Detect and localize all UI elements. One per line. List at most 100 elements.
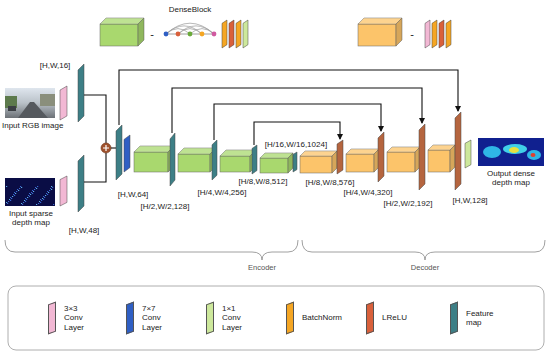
decoder-block-top: [387, 147, 420, 152]
sparse-point: [53, 204, 54, 205]
legend-swatch: [450, 302, 458, 335]
label: Encoder: [248, 264, 276, 273]
legend-text: Feature map: [466, 309, 500, 327]
batchnorm-layer: [432, 20, 437, 48]
sparse-point: [43, 199, 44, 200]
dense-block-top-shade: [134, 146, 174, 152]
sparse-point: [30, 194, 31, 195]
conv3x3-layer: [60, 176, 67, 206]
sparse-point: [40, 202, 41, 203]
sparse-point: [14, 192, 15, 193]
decoder-block-side: [450, 145, 455, 172]
sparse-point: [51, 189, 52, 190]
sparse-point: [15, 193, 16, 194]
skip-connection: [172, 88, 422, 133]
legend-swatch: [366, 302, 374, 335]
decoder-block-symbol-top: [358, 18, 402, 24]
sparse-depth-image: [5, 178, 55, 206]
sparse-point: [12, 196, 13, 197]
lrelu-layer: [229, 20, 234, 48]
dense-node-dot: [188, 32, 193, 37]
depth-blob: [509, 147, 519, 153]
decoder-brace: [302, 240, 545, 260]
dense-block-top: [134, 146, 174, 152]
sparse-point: [24, 200, 25, 201]
dense-block-top: [178, 148, 216, 154]
conv1x1-layer: [243, 20, 248, 48]
label: [H/2,W/2,128]: [141, 202, 190, 211]
rgb-building: [40, 94, 55, 106]
feature-map: [170, 133, 175, 186]
dense-node-dot: [176, 32, 181, 37]
decoder-block-top-shade: [300, 151, 337, 156]
legend-swatch: [126, 302, 134, 335]
feature-map: [378, 132, 384, 182]
sparse-point: [14, 195, 15, 196]
label: [H/4,W/4,256]: [198, 188, 247, 197]
sparse-point: [36, 204, 37, 205]
batchnorm-layer: [446, 20, 451, 48]
decoder-block-side: [332, 151, 337, 173]
decoder-block: [387, 152, 415, 172]
conv1x1-layer: [465, 140, 471, 168]
decoder-block: [346, 154, 374, 172]
lrelu-layer: [439, 20, 444, 48]
sparse-point: [9, 199, 10, 200]
sparse-point: [51, 186, 52, 187]
sparse-point: [37, 186, 38, 187]
sparse-point: [28, 195, 29, 196]
legend-swatch: [286, 302, 294, 335]
sparse-point: [6, 202, 7, 203]
wire: [111, 147, 116, 148]
label: DenseBlock: [169, 5, 212, 14]
sparse-point: [38, 203, 39, 204]
label: [H/16,W/16,1024]: [265, 140, 327, 149]
sparse-point: [42, 198, 43, 199]
label: Output dense depth map: [482, 169, 540, 187]
sparse-point: [52, 187, 53, 188]
depth-blob: [527, 150, 541, 160]
decoder-block-top: [300, 151, 337, 156]
dense-block-symbol-top: [100, 18, 144, 24]
legend-swatch: [48, 302, 56, 335]
sparse-point: [39, 201, 40, 202]
sparse-point: [44, 197, 45, 198]
conv3x3-layer: [425, 20, 430, 48]
sparse-point: [7, 203, 8, 204]
sparse-point: [21, 203, 22, 204]
label: -: [410, 28, 414, 41]
depth-blob: [531, 153, 536, 157]
dense-block-symbol-side: [138, 18, 144, 46]
sum-symbol: [101, 143, 111, 153]
sparse-point: [29, 196, 30, 197]
decoder-block-symbol: [358, 24, 396, 46]
legend-text: 1×1 Conv Layer: [222, 304, 246, 332]
feature-map: [293, 152, 297, 172]
sparse-point: [29, 193, 30, 194]
sparse-point: [32, 190, 33, 191]
feature-map: [78, 155, 84, 212]
decoder-block-side-shade: [332, 151, 337, 173]
label: [H/8,W/8,576]: [306, 178, 355, 187]
sparse-point: [31, 192, 32, 193]
legend-frame: [8, 286, 544, 350]
decoder-block-symbol-top-shade: [358, 18, 402, 24]
feature-map: [212, 140, 217, 180]
sum-plus: [103, 145, 109, 151]
sparse-point: [43, 196, 44, 197]
sparse-point: [19, 188, 20, 189]
sparse-point: [32, 193, 33, 194]
dense-block: [178, 154, 210, 172]
label: -: [150, 28, 154, 41]
sparse-point: [26, 199, 27, 200]
label: Input RGB image: [2, 121, 63, 130]
legend-text: 3×3 Conv Layer: [64, 304, 88, 332]
depth-blob: [503, 144, 527, 154]
feature-map: [78, 64, 84, 122]
sparse-point: [20, 186, 21, 187]
feature-map: [337, 140, 343, 174]
label: Decoder: [411, 264, 439, 273]
sparse-point: [46, 193, 47, 194]
encoder-brace: [5, 240, 298, 260]
